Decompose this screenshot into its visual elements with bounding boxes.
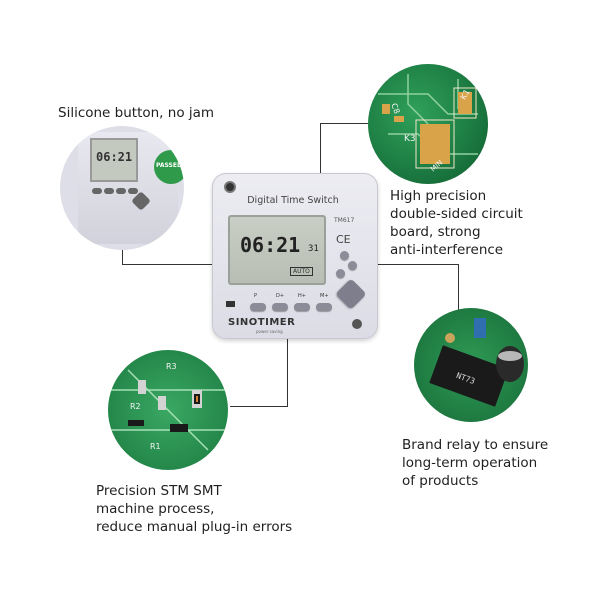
lcd-seconds: 31: [308, 244, 319, 254]
button-label-d: D+: [276, 293, 285, 299]
button-label-p: P: [254, 293, 258, 299]
passed-label: PASSED: [156, 162, 182, 169]
pcb-label-k3: K3: [404, 134, 416, 144]
device-title: Digital Time Switch: [247, 195, 339, 206]
caption-silicone-button: Silicone button, no jam: [58, 105, 215, 121]
smt-label-r3: R3: [166, 362, 177, 371]
closeup-silicone-buttons: 06:21 PASSED: [60, 126, 184, 250]
caption-smt-line-2: machine process,: [96, 501, 215, 517]
closeup-smt: R3 R2 R1: [108, 350, 228, 470]
lcd-display: 06:21 31 AUTO: [228, 215, 326, 285]
caption-smt-line-1: Precision STM SMT: [96, 483, 222, 499]
brand-logo-text: SINOTIMER: [228, 317, 296, 328]
caption-smt-line-3: reduce manual plug-in errors: [96, 519, 293, 535]
caption-relay-line-1: Brand relay to ensure: [402, 437, 549, 453]
closeup-circuit-board: K3 C8 K1 MIN: [368, 64, 488, 184]
connector-smt-vertical: [287, 338, 288, 406]
connector-silicone-horizontal: [122, 264, 214, 265]
connector-relay-vertical: [458, 264, 459, 310]
caption-circuit-board: High precision double-sided circuit boar…: [390, 187, 523, 259]
big-diamond-button[interactable]: [335, 278, 367, 310]
caption-smt: Precision STM SMT machine process, reduc…: [96, 482, 292, 536]
caption-circuit-line-1: High precision: [390, 188, 487, 204]
indicator-led: [224, 181, 236, 193]
caption-circuit-line-2: double-sided circuit: [390, 206, 523, 222]
connector-smt-horizontal: [230, 406, 288, 407]
round-button-bottom[interactable]: [336, 269, 345, 278]
caption-relay-line-3: of products: [402, 473, 479, 489]
button-minute-plus[interactable]: [316, 303, 332, 311]
connector-relay-horizontal: [378, 264, 458, 265]
caption-circuit-line-3: board, strong: [390, 224, 481, 240]
reset-slot: [226, 301, 235, 307]
connector-circuit-vertical: [320, 123, 321, 175]
ce-mark: CE: [336, 233, 351, 246]
round-button-middle[interactable]: [348, 261, 357, 270]
round-button-top[interactable]: [340, 251, 349, 260]
smt-label-r1: R1: [150, 442, 161, 451]
closeup-relay: NT73: [414, 308, 528, 422]
caption-relay: Brand relay to ensure long-term operatio…: [402, 436, 548, 490]
caption-circuit-line-4: anti-interference: [390, 242, 504, 258]
button-hour-plus[interactable]: [294, 303, 310, 311]
button-day-plus[interactable]: [272, 303, 288, 311]
device-model: TM617: [334, 217, 355, 224]
connector-circuit-horizontal: [320, 123, 368, 124]
lcd-mode-tag: AUTO: [290, 267, 313, 276]
closeup-passed-sticker: PASSED: [154, 150, 184, 184]
closeup-button-2: [104, 188, 114, 194]
closeup-lcd-time: 06:21: [96, 150, 133, 164]
pcb-traces-graphic: [378, 74, 478, 169]
closeup-button-4: [128, 188, 138, 194]
button-label-m: M+: [320, 293, 329, 299]
smt-label-r2: R2: [130, 402, 141, 411]
closeup-button-1: [92, 188, 102, 194]
brand-subtitle: power saving: [256, 329, 283, 334]
check-mark-icon: [352, 319, 362, 329]
digital-time-switch-device: Digital Time Switch TM617 CE 06:21 31 AU…: [212, 173, 378, 339]
closeup-lcd: 06:21: [90, 138, 138, 182]
button-label-h: H+: [298, 293, 306, 299]
relay-graphic: [429, 318, 524, 407]
closeup-button-3: [116, 188, 126, 194]
button-p[interactable]: [250, 303, 266, 311]
caption-relay-line-2: long-term operation: [402, 455, 538, 471]
lcd-time: 06:21: [240, 233, 301, 257]
smt-graphic: [108, 369, 228, 451]
